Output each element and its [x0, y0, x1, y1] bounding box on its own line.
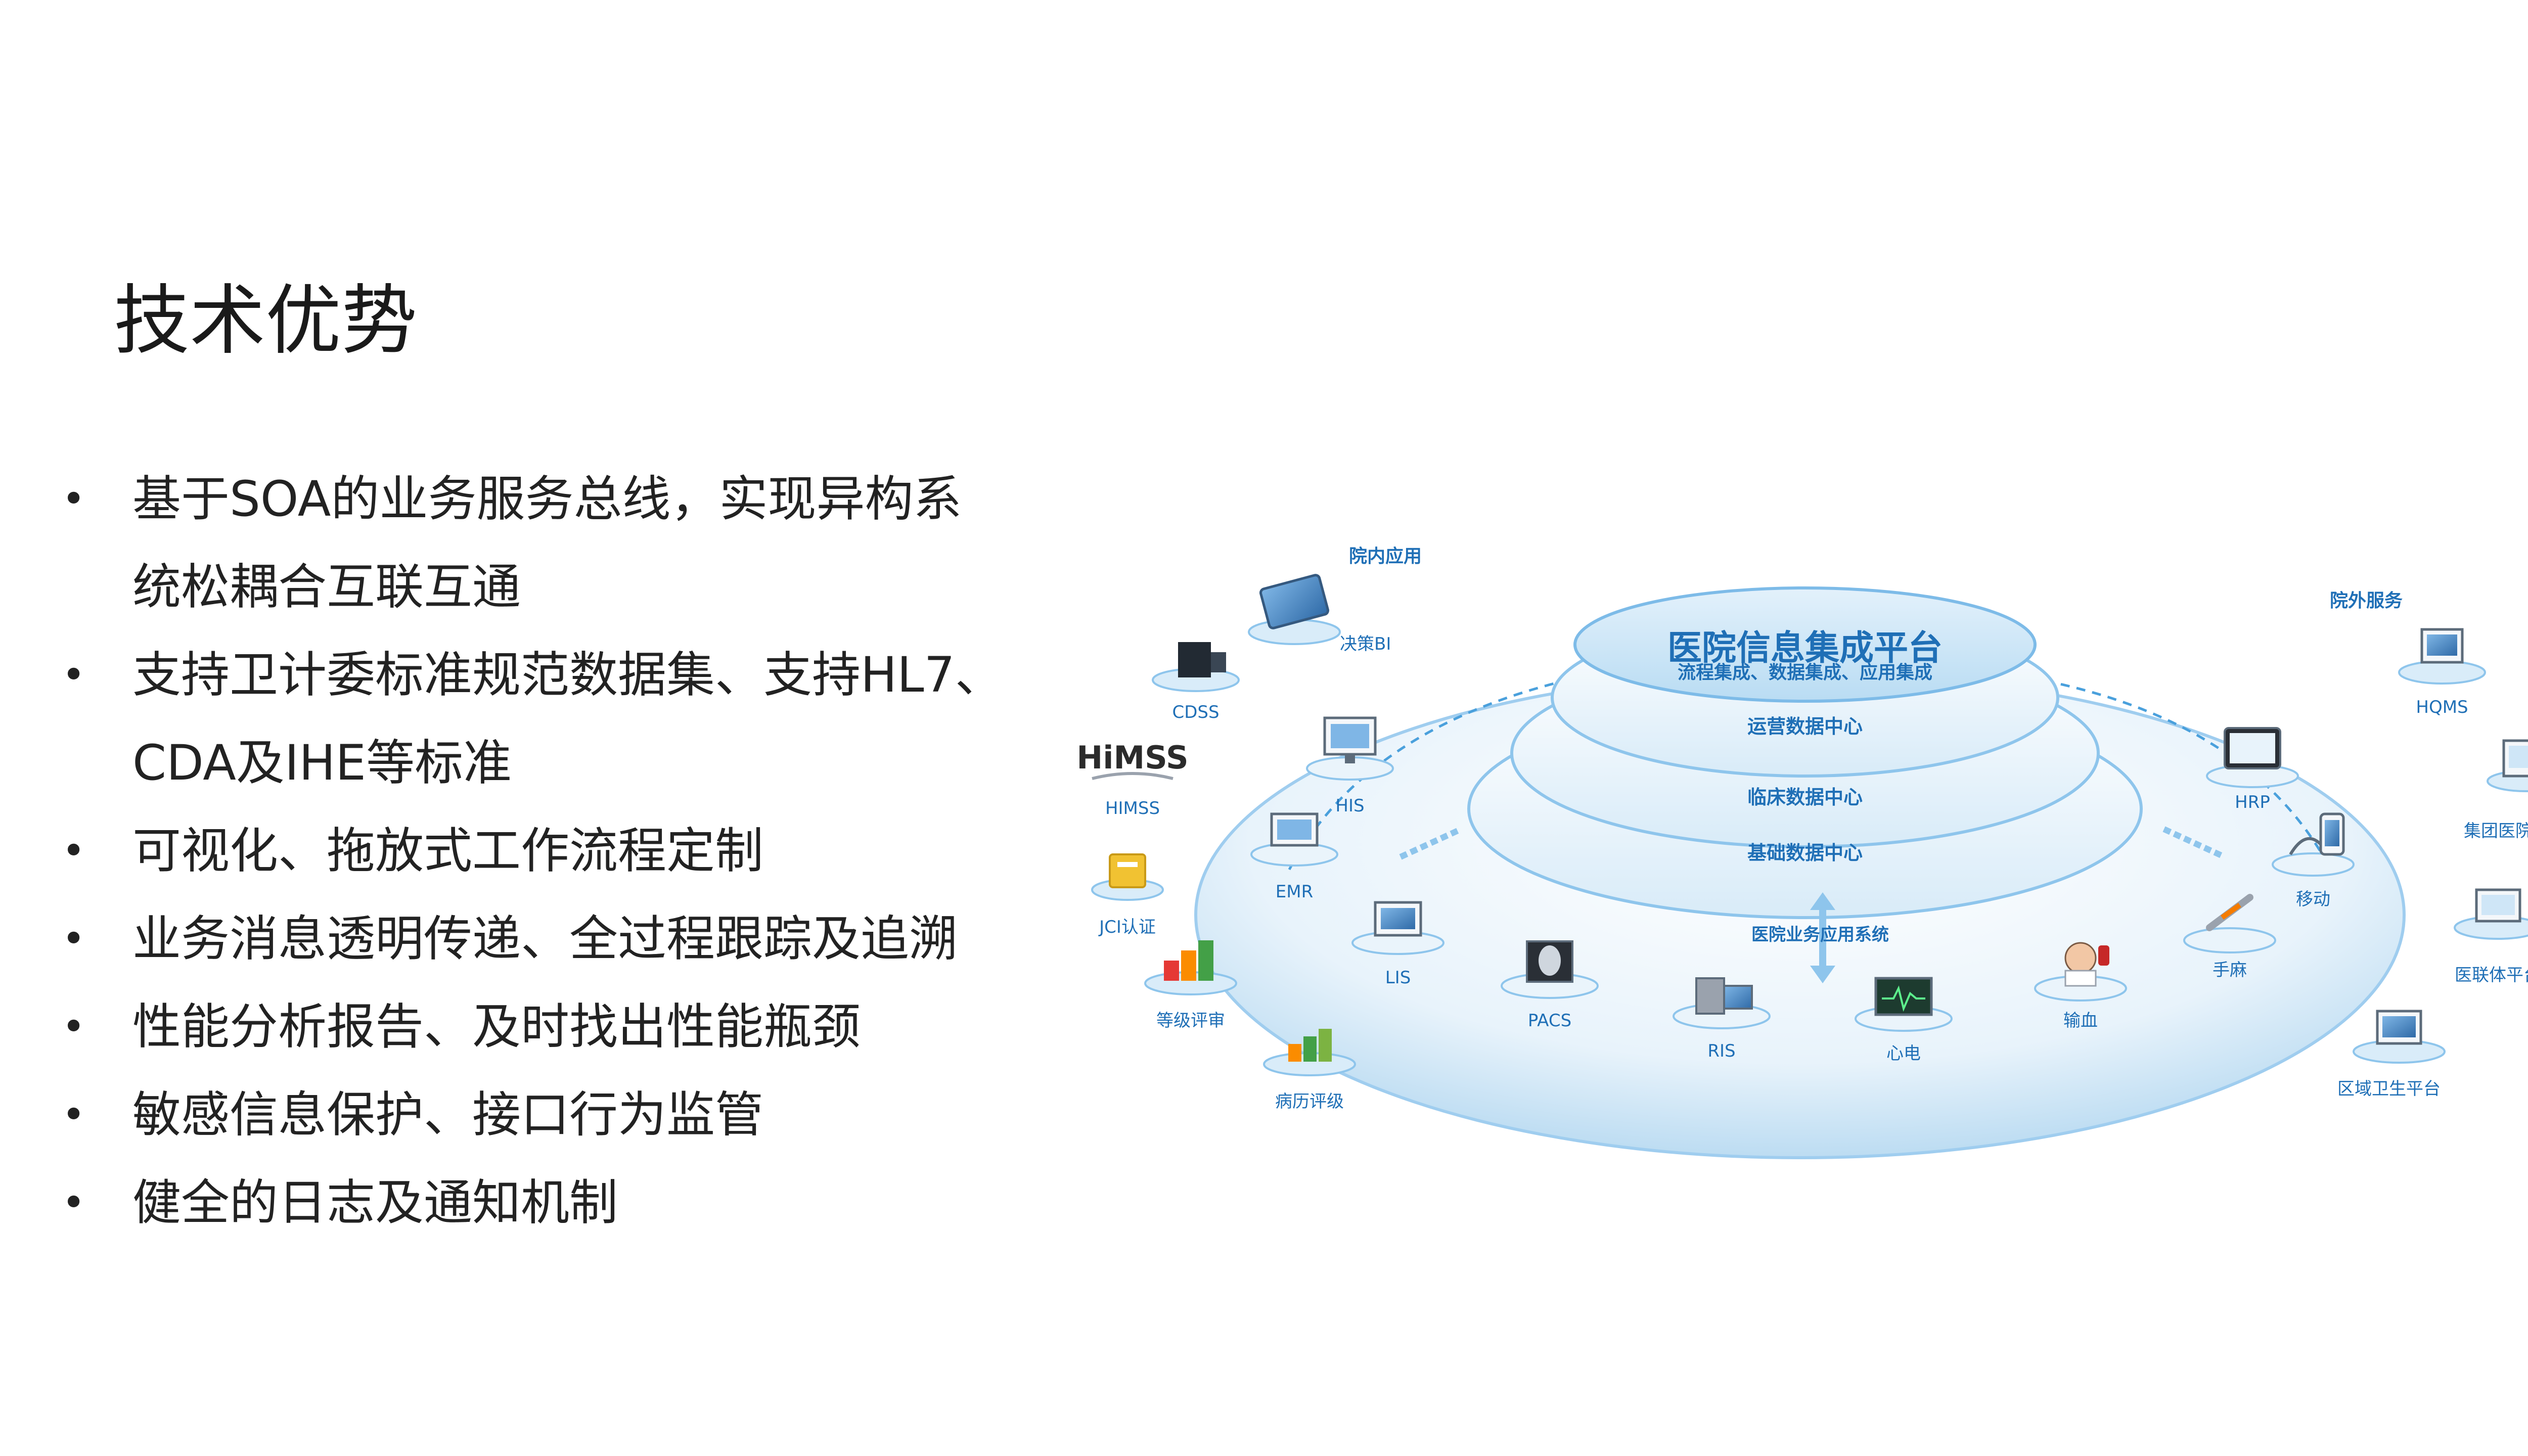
bullet-item: • 业务消息透明传递、全过程跟踪及追溯 — [56, 895, 1026, 983]
node-alliance: 医联体平台 — [2454, 888, 2528, 985]
bullet-text: 支持卫计委标准规范数据集、支持HL7、 CDA及IHE等标准 — [132, 631, 1004, 807]
node-hrp-label: HRP — [2235, 792, 2270, 812]
node-jci: JCI认证 — [1091, 853, 1164, 937]
bullet-item: • 敏感信息保护、接口行为监管 — [56, 1071, 1026, 1159]
bullet-item: • 基于SOA的业务服务总线，实现异构系 统松耦合互联互通 — [56, 455, 1026, 631]
bullet-item: • 可视化、拖放式工作流程定制 — [56, 807, 1026, 895]
node-group-label: 集团医院平台 — [2464, 821, 2528, 841]
bullet-list: • 基于SOA的业务服务总线，实现异构系 统松耦合互联互通 • 支持卫计委标准规… — [56, 455, 1026, 1247]
arc-right — [1997, 671, 2332, 871]
node-alliance-label: 医联体平台 — [2455, 965, 2528, 985]
node-cdss-label: CDSS — [1172, 702, 1219, 722]
node-mobile-label: 移动 — [2296, 889, 2330, 909]
bullet-line: 可视化、拖放式工作流程定制 — [132, 823, 763, 879]
node-grade: 等级评审 — [1144, 940, 1237, 1031]
bullet-item: • 健全的日志及通知机制 — [56, 1159, 1026, 1247]
node-ris: RIS — [1673, 977, 1771, 1061]
center-operation: 运营数据中心 — [1747, 715, 1863, 738]
node-hrp: HRP — [2206, 727, 2299, 812]
node-himss-label: HIMSS — [1105, 798, 1160, 818]
node-case: 病历评级 — [1263, 1029, 1356, 1112]
node-group: 集团医院平台 — [2464, 739, 2528, 841]
slide-title: 技术优势 — [114, 277, 418, 365]
node-his: HIS — [1306, 716, 1394, 816]
right-exchange-arrow — [2162, 826, 2226, 860]
bullet-dot: • — [62, 1179, 86, 1226]
stethoscope-icon — [2289, 837, 2322, 855]
center-base: 基础数据中心 — [1747, 842, 1863, 864]
node-bi: 决策BI — [1248, 574, 1391, 654]
workstation-icon — [1695, 977, 1725, 1015]
node-lis-label: LIS — [1385, 968, 1411, 988]
node-pacs: PACS — [1501, 940, 1599, 1031]
integration-diagram-svg: 医院信息集成平台 运营数据中心 临床数据中心 基础数据中心 医院业务应用系统 流… — [1076, 546, 2528, 1159]
node-ecg: 心电 — [1855, 977, 1953, 1064]
bullet-dot: • — [62, 827, 86, 874]
bullet-dot: • — [62, 1003, 86, 1050]
bullet-dot: • — [62, 915, 86, 962]
node-regional: 区域卫生平台 — [2337, 1010, 2446, 1099]
node-ris-label: RIS — [1707, 1041, 1735, 1061]
node-hqms: HQMS — [2398, 628, 2486, 717]
node-emr-label: EMR — [1276, 882, 1313, 902]
node-his-label: HIS — [1335, 796, 1364, 816]
rating-chart-icon — [1288, 1044, 1301, 1062]
bullet-line: 性能分析报告、及时找出性能瓶颈 — [132, 998, 861, 1055]
bullet-line: 健全的日志及通知机制 — [132, 1174, 618, 1231]
bar-chart-icon — [1164, 961, 1179, 981]
node-anes-label: 手麻 — [2213, 960, 2247, 980]
center-clinical: 临床数据中心 — [1747, 786, 1863, 808]
bullet-item: • 支持卫计委标准规范数据集、支持HL7、 CDA及IHE等标准 — [56, 631, 1026, 807]
himss-logo-icon: HiMSS — [1076, 739, 1188, 776]
tablet-icon — [1259, 574, 1330, 629]
node-blood: 输血 — [2034, 942, 2127, 1031]
certificate-icon — [1109, 853, 1146, 888]
bullet-dot: • — [62, 651, 86, 698]
bullet-line: CDA及IHE等标准 — [132, 735, 512, 791]
node-grade-label: 等级评审 — [1156, 1011, 1225, 1031]
bullet-line: 基于SOA的业务服务总线，实现异构系 — [132, 471, 962, 527]
platform-title: 医院信息集成平台 — [1667, 628, 1943, 668]
node-lis: LIS — [1351, 901, 1444, 988]
node-pacs-label: PACS — [1528, 1011, 1571, 1031]
node-himss: HiMSS HIMSS — [1076, 739, 1188, 818]
node-case-label: 病历评级 — [1275, 1091, 1344, 1112]
bullet-text: 基于SOA的业务服务总线，实现异构系 统松耦合互联互通 — [132, 455, 962, 631]
node-cdss: CDSS — [1152, 642, 1240, 722]
node-hqms-label: HQMS — [2416, 697, 2468, 717]
bullet-line: 业务消息透明传递、全过程跟踪及追溯 — [132, 911, 958, 967]
bullet-line: 统松耦合互联互通 — [132, 559, 521, 615]
system-label: 医院业务应用系统 — [1751, 925, 1889, 945]
node-ecg-label: 心电 — [1886, 1043, 1921, 1064]
ring-platform — [1573, 586, 2037, 703]
outer-label: 院外服务 — [2330, 590, 2403, 611]
bullet-dot: • — [62, 475, 86, 522]
node-blood-label: 输血 — [2063, 1011, 2098, 1031]
bullet-line: 敏感信息保护、接口行为监管 — [132, 1086, 763, 1143]
integration-diagram: 医院信息集成平台 运营数据中心 临床数据中心 基础数据中心 医院业务应用系统 流… — [1057, 506, 2528, 1213]
node-anes: 手麻 — [2183, 894, 2276, 980]
bullet-item: • 性能分析报告、及时找出性能瓶颈 — [56, 983, 1026, 1071]
bullet-line: 支持卫计委标准规范数据集、支持HL7、 — [132, 647, 1004, 703]
doctor-icon — [2064, 942, 2097, 974]
top-label: 流程集成、数据集成、应用集成 — [1678, 662, 1932, 683]
left-exchange-arrow — [1399, 826, 1463, 860]
server-icon — [1178, 642, 1211, 677]
node-mobile: 移动 — [2272, 812, 2355, 909]
inner-label: 院内应用 — [1349, 546, 1422, 567]
node-emr: EMR — [1250, 812, 1338, 902]
node-bi-label: 决策BI — [1340, 634, 1391, 654]
node-regional-label: 区域卫生平台 — [2337, 1079, 2441, 1099]
bullet-dot: • — [62, 1091, 86, 1138]
node-jci-label: JCI认证 — [1098, 917, 1156, 937]
